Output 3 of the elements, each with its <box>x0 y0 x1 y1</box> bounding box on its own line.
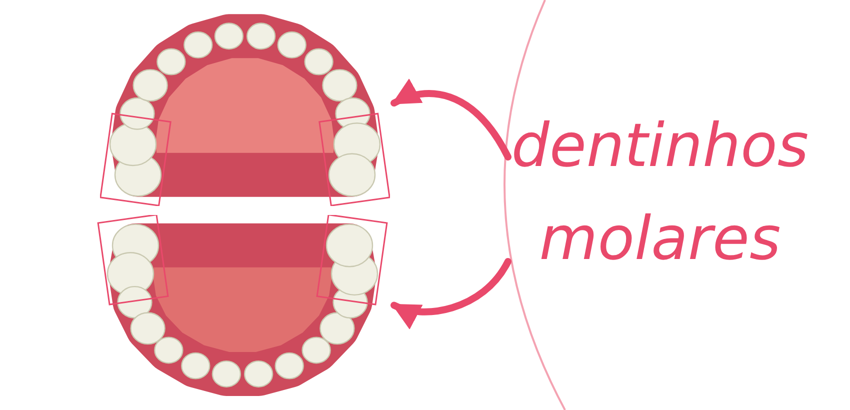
heading-text: dentinhos molares <box>500 100 820 286</box>
curved-arrow <box>390 258 512 328</box>
curved-arrow <box>390 79 512 160</box>
